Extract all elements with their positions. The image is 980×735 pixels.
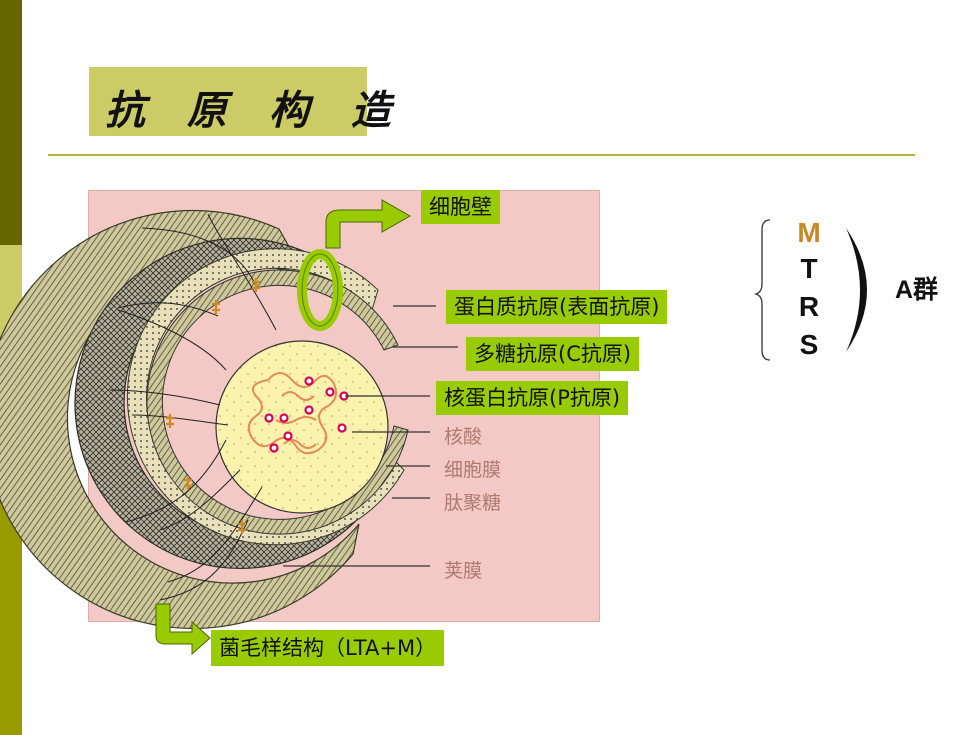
arrow-to-cell-wall <box>325 199 412 249</box>
cytoplasm <box>215 340 389 514</box>
cell-wall-ring-marker <box>297 249 343 331</box>
arrow-to-pili <box>155 603 211 656</box>
ribosome-dots <box>264 376 349 453</box>
label-polysaccharide-antigen: 多糖抗原(C抗原) <box>466 337 640 371</box>
label-peptidoglycan: 肽聚糖 <box>444 492 502 514</box>
group-a-label: A群 <box>895 276 939 304</box>
capsule-layer <box>0 209 360 630</box>
label-nucleic-acid: 核酸 <box>444 426 483 448</box>
type-letter-t: T <box>800 253 818 284</box>
title-divider <box>48 154 915 156</box>
label-protein-antigen: 蛋白质抗原(表面抗原) <box>446 290 668 324</box>
nucleoid <box>247 372 337 455</box>
sidebar-segment-top <box>0 0 22 245</box>
pili-markers <box>166 278 260 534</box>
leader-lines <box>283 305 458 567</box>
label-nucleoprotein-antigen: 核蛋白抗原(P抗原) <box>436 381 629 415</box>
type-letter-m: M <box>797 217 821 248</box>
type-letter-s: S <box>799 329 819 360</box>
sidebar-segment-bottom <box>0 490 22 735</box>
type-letter-r: R <box>798 291 820 322</box>
type-paren-right <box>846 228 867 352</box>
label-cell-membrane: 细胞膜 <box>444 459 502 481</box>
cell-wall-layer <box>146 269 409 535</box>
page-title: 抗 原 构 造 <box>105 87 405 134</box>
label-pili-structure: 菌毛样结构（LTA+M） <box>211 630 445 666</box>
label-capsule: 荚膜 <box>444 560 483 582</box>
type-brace-left <box>753 219 771 361</box>
label-cell-wall: 细胞壁 <box>421 190 500 224</box>
title-box <box>89 67 367 136</box>
